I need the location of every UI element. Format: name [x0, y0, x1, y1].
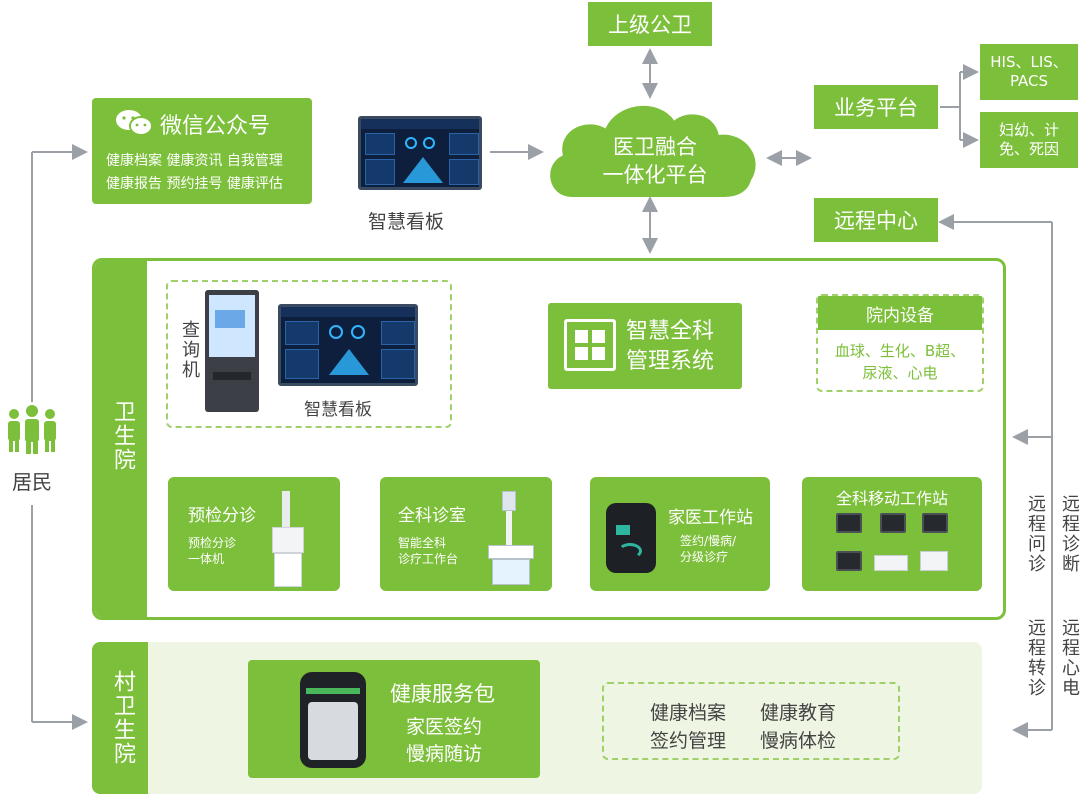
- equipment-title-box: 院内设备: [818, 296, 982, 330]
- station-family-doctor-sub: 签约/慢病/ 分级诊疗: [680, 533, 736, 565]
- township-label: 卫生院: [110, 400, 135, 472]
- station-clinic: 全科诊室 智能全科 诊疗工作台: [380, 477, 552, 591]
- service-4: 慢病体检: [760, 730, 837, 752]
- device-image-5: [874, 555, 908, 571]
- case-image-4: [836, 551, 862, 571]
- equipment-area: [816, 294, 984, 392]
- village-services-area: [602, 682, 900, 760]
- maternal-label: 妇幼、计免、死因: [998, 121, 1059, 158]
- case-image-2: [880, 513, 906, 533]
- his-label: HIS、LIS、PACS: [990, 53, 1068, 90]
- equipment-line1: 血球、生化、B超、: [834, 342, 966, 360]
- wechat-box: 微信公众号 健康档案 健康资讯 自我管理 健康报告 预约挂号 健康评估: [92, 98, 312, 204]
- village-label: 村卫生院: [110, 670, 135, 766]
- maternal-box: 妇幼、计免、死因: [980, 112, 1078, 168]
- station-clinic-sub: 智能全科 诊疗工作台: [398, 535, 458, 567]
- station-clinic-sub1: 智能全科: [398, 536, 447, 550]
- station-triage-sub2: 一体机: [188, 552, 225, 566]
- device-image-6: [920, 551, 948, 571]
- equipment-title: 院内设备: [866, 305, 934, 326]
- service-2: 健康教育: [760, 702, 837, 724]
- equipment-line2: 尿液、心电: [862, 364, 938, 382]
- pack-line2: 慢病随访: [406, 743, 483, 765]
- remote-center-box: 远程中心: [814, 198, 938, 242]
- business-platform-box: 业务平台: [814, 85, 938, 129]
- system-line1: 智慧全科: [626, 319, 715, 344]
- station-clinic-sub2: 诊疗工作台: [398, 552, 459, 566]
- station-family-doctor: 家医工作站 签约/慢病/ 分级诊疗: [590, 477, 770, 591]
- service-1: 健康档案: [650, 702, 727, 724]
- station-family-doctor-title: 家医工作站: [668, 508, 753, 528]
- people-icon: [0, 404, 64, 454]
- remote-diagnosis: 远程诊断: [1059, 494, 1080, 574]
- cloud-text: 医卫融合 一体化平台: [560, 133, 750, 189]
- remote-ecg: 远程心电: [1059, 618, 1080, 698]
- top-dashboard-label: 智慧看板: [368, 211, 445, 233]
- system-line2: 管理系统: [626, 349, 715, 374]
- cloud-line1: 医卫融合: [613, 135, 697, 159]
- station-triage-sub: 预检分诊 一体机: [188, 535, 236, 567]
- grid-icon: [564, 319, 616, 371]
- station-triage: 预检分诊 预检分诊 一体机: [168, 477, 340, 591]
- township-sidebar: [95, 261, 147, 617]
- pack-text: 家医签约 慢病随访: [406, 714, 482, 768]
- business-label: 业务平台: [834, 96, 918, 120]
- station-mobile-title: 全科移动工作站: [835, 489, 948, 508]
- kiosk-label: 查询机: [179, 320, 200, 380]
- health-pack-box: 健康服务包 家医签约 慢病随访: [248, 660, 540, 778]
- wechat-line1: 健康档案 健康资讯 自我管理: [106, 153, 283, 169]
- case-image-1: [836, 513, 862, 533]
- cloud-shape: [550, 105, 756, 197]
- superior-box: 上级公卫: [588, 2, 712, 46]
- remote-center-label: 远程中心: [834, 209, 918, 233]
- backpack-image: [606, 503, 656, 573]
- kiosk-device: [205, 290, 259, 412]
- resident-label: 居民: [12, 470, 52, 494]
- station-family-doctor-sub1: 签约/慢病/: [680, 534, 737, 548]
- case-image-3: [922, 513, 948, 533]
- top-dashboard-screen: [358, 116, 482, 190]
- wechat-icon: [114, 108, 154, 138]
- township-dashboard-screen: [278, 304, 418, 386]
- clinic-workstation-image: [484, 491, 540, 587]
- triage-machine-image: [268, 491, 308, 587]
- management-system-box: 智慧全科 管理系统: [548, 303, 742, 389]
- station-clinic-title: 全科诊室: [398, 506, 466, 526]
- display-area: [166, 280, 452, 428]
- remote-consult: 远程问诊: [1025, 494, 1046, 574]
- pack-title: 健康服务包: [390, 682, 495, 706]
- remote-referral: 远程转诊: [1025, 618, 1046, 698]
- his-box: HIS、LIS、PACS: [980, 44, 1078, 100]
- station-triage-sub1: 预检分诊: [188, 536, 237, 550]
- wechat-title: 微信公众号: [160, 114, 271, 139]
- health-pack-image: [300, 672, 366, 768]
- township-dashboard-label: 智慧看板: [304, 400, 372, 420]
- superior-label: 上级公卫: [608, 13, 692, 37]
- station-mobile: 全科移动工作站: [802, 477, 982, 591]
- station-triage-title: 预检分诊: [188, 506, 256, 526]
- wechat-line2: 健康报告 预约挂号 健康评估: [106, 176, 283, 192]
- station-family-doctor-sub2: 分级诊疗: [680, 550, 729, 564]
- system-text: 智慧全科 管理系统: [626, 317, 714, 377]
- equipment-text: 血球、生化、B超、 尿液、心电: [818, 340, 982, 384]
- cloud-line2: 一体化平台: [602, 163, 708, 187]
- pack-line1: 家医签约: [406, 716, 483, 738]
- village-sidebar: [92, 642, 148, 794]
- service-3: 签约管理: [650, 730, 727, 752]
